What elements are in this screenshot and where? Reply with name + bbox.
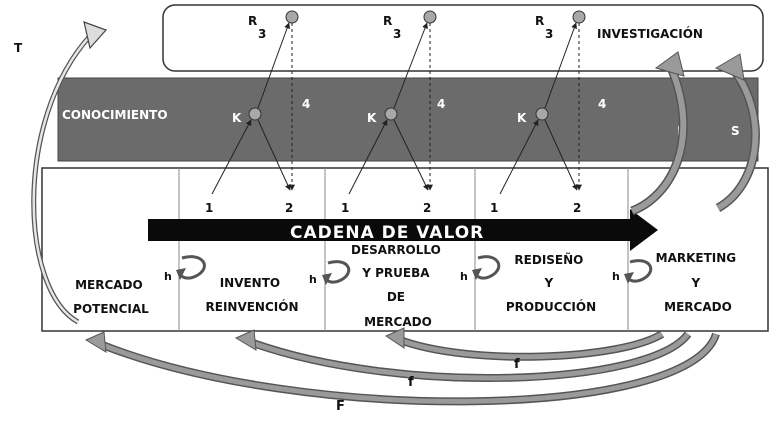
link-k-to-r — [393, 22, 428, 109]
two-label: 2 — [423, 201, 431, 215]
stage-label-mercado-potencial: MERCADO POTENCIAL — [73, 278, 149, 316]
one-label: 1 — [490, 201, 498, 215]
r-node — [423, 10, 437, 24]
f-label-inner: f — [514, 357, 520, 372]
loop-1: R 3 K 4 1 2 — [205, 10, 310, 215]
s-arrow — [714, 53, 760, 212]
h-label: h — [164, 270, 172, 283]
four-label: 4 — [437, 97, 445, 111]
p-arrow — [630, 51, 688, 216]
feedback-arrow-f-middle: f — [234, 329, 692, 390]
stage-label-rediseno: REDISEÑO Y PRODUCCIÓN — [506, 252, 596, 314]
r-label: R — [383, 14, 392, 28]
four-label: 4 — [598, 97, 606, 111]
knowledge-label: CONOCIMIENTO — [62, 108, 168, 122]
stage-label-desarrollo: DESARROLLO Y PRUEBA DE MERCADO — [351, 243, 445, 329]
link-k-to-r — [257, 22, 290, 109]
loop-2: R 3 K 4 1 2 — [341, 10, 445, 215]
t-label: T — [14, 41, 23, 55]
h-label: h — [612, 270, 620, 283]
r-label: R — [248, 14, 257, 28]
k-label: K — [517, 111, 527, 125]
r-subscript: 3 — [545, 27, 553, 41]
stage-label-invento: INVENTO REINVENCIÓN — [206, 276, 299, 314]
k-node — [384, 107, 398, 121]
link-k-to-r — [544, 22, 577, 109]
two-label: 2 — [285, 201, 293, 215]
feedback-arrow-f-inner: f — [384, 327, 665, 372]
r-label: R — [535, 14, 544, 28]
h-loop: h — [309, 260, 351, 286]
F-label-outer: F — [336, 399, 345, 414]
h-label: h — [460, 270, 468, 283]
research-label: INVESTIGACIÓN — [597, 26, 703, 41]
one-label: 1 — [341, 201, 349, 215]
r-subscript: 3 — [258, 27, 266, 41]
link-1-to-k — [211, 119, 252, 195]
k-label: K — [367, 111, 377, 125]
loop-3: R 3 K 4 1 2 — [490, 10, 606, 215]
k-node — [535, 107, 549, 121]
stage-label-marketing: MARKETING Y MERCADO — [656, 251, 741, 314]
four-label: 4 — [302, 97, 310, 111]
k-node — [248, 107, 262, 121]
research-band — [162, 4, 764, 72]
k-label: K — [232, 111, 242, 125]
two-label: 2 — [573, 201, 581, 215]
knowledge-s-label: S — [731, 124, 740, 138]
value-chain-arrow — [148, 209, 658, 251]
link-k-to-2 — [544, 119, 578, 191]
value-chain-box — [41, 167, 769, 332]
h-loop: h — [460, 255, 501, 283]
link-k-to-2 — [393, 119, 429, 191]
f-label-middle: f — [408, 375, 414, 390]
link-1-to-k — [348, 119, 388, 195]
one-label: 1 — [205, 201, 213, 215]
r-node — [572, 10, 586, 24]
value-chain-label: CADENA DE VALOR — [290, 223, 484, 243]
knowledge-band — [57, 77, 759, 162]
link-1-to-k — [499, 119, 539, 195]
link-k-to-2 — [257, 119, 291, 191]
t-arrow: T — [14, 21, 108, 325]
r-node — [285, 10, 299, 24]
r-subscript: 3 — [393, 27, 401, 41]
h-label: h — [309, 273, 317, 286]
h-loop: h — [612, 259, 653, 284]
feedback-arrow-F-outer: F — [84, 331, 720, 414]
h-loop: h — [164, 255, 206, 283]
